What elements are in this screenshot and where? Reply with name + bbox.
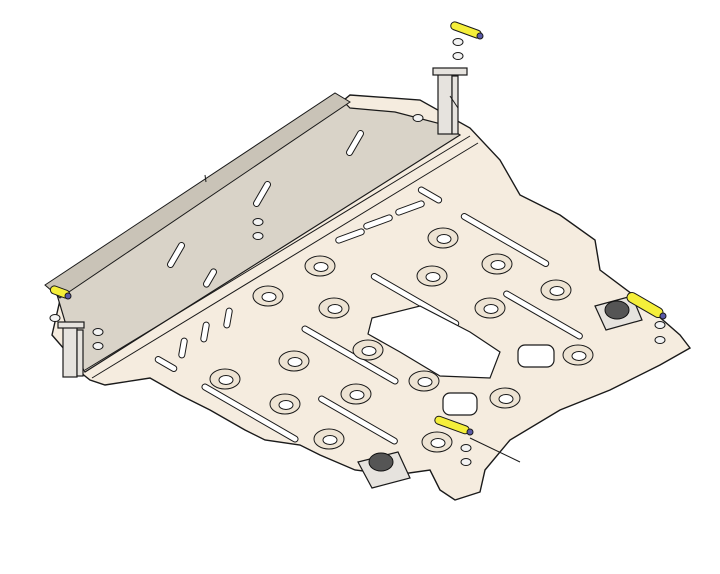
bolt [460, 444, 472, 452]
bolt [654, 321, 666, 329]
bolt-icon [49, 38, 666, 466]
flange-bend-line-2 [91, 142, 479, 379]
plate-hole [313, 428, 345, 450]
plate-hole [252, 285, 284, 307]
rubber-mount-right [594, 295, 643, 331]
plate-hole [352, 339, 384, 361]
bolt [49, 314, 61, 322]
flange-slots [167, 129, 364, 359]
plate-hole [318, 297, 350, 319]
plate-long-slots [154, 186, 583, 445]
plate-hole [427, 227, 459, 249]
rubber-mount-front [357, 451, 411, 489]
bolt [412, 114, 424, 122]
plate-hole [481, 253, 513, 275]
bolt [252, 218, 264, 226]
plate-hole [304, 255, 336, 277]
fastener-tab-icon [49, 21, 667, 436]
bolt [452, 52, 464, 60]
plate-hole [278, 350, 310, 372]
bolt [452, 38, 464, 46]
leader-lines [204, 95, 521, 463]
plate-hole [416, 265, 448, 287]
plate-hole [540, 279, 572, 301]
plate-hole [269, 393, 301, 415]
plate-hole [562, 344, 594, 366]
plate-hole [489, 387, 521, 409]
bolt [92, 328, 104, 336]
plate-hole [408, 370, 440, 392]
bolt [460, 458, 472, 466]
bolt [92, 342, 104, 350]
plate-hole [474, 297, 506, 319]
plate-hole [209, 368, 241, 390]
plate-hole [340, 383, 372, 405]
plate-cutouts [367, 305, 555, 416]
mounting-bracket-right [432, 67, 468, 135]
mounting-bracket-left [57, 321, 85, 378]
bolt [654, 336, 666, 344]
plate-holes [209, 227, 594, 453]
bolt [252, 232, 264, 240]
flange-bend-line [84, 135, 471, 371]
plate-hole [421, 431, 453, 453]
